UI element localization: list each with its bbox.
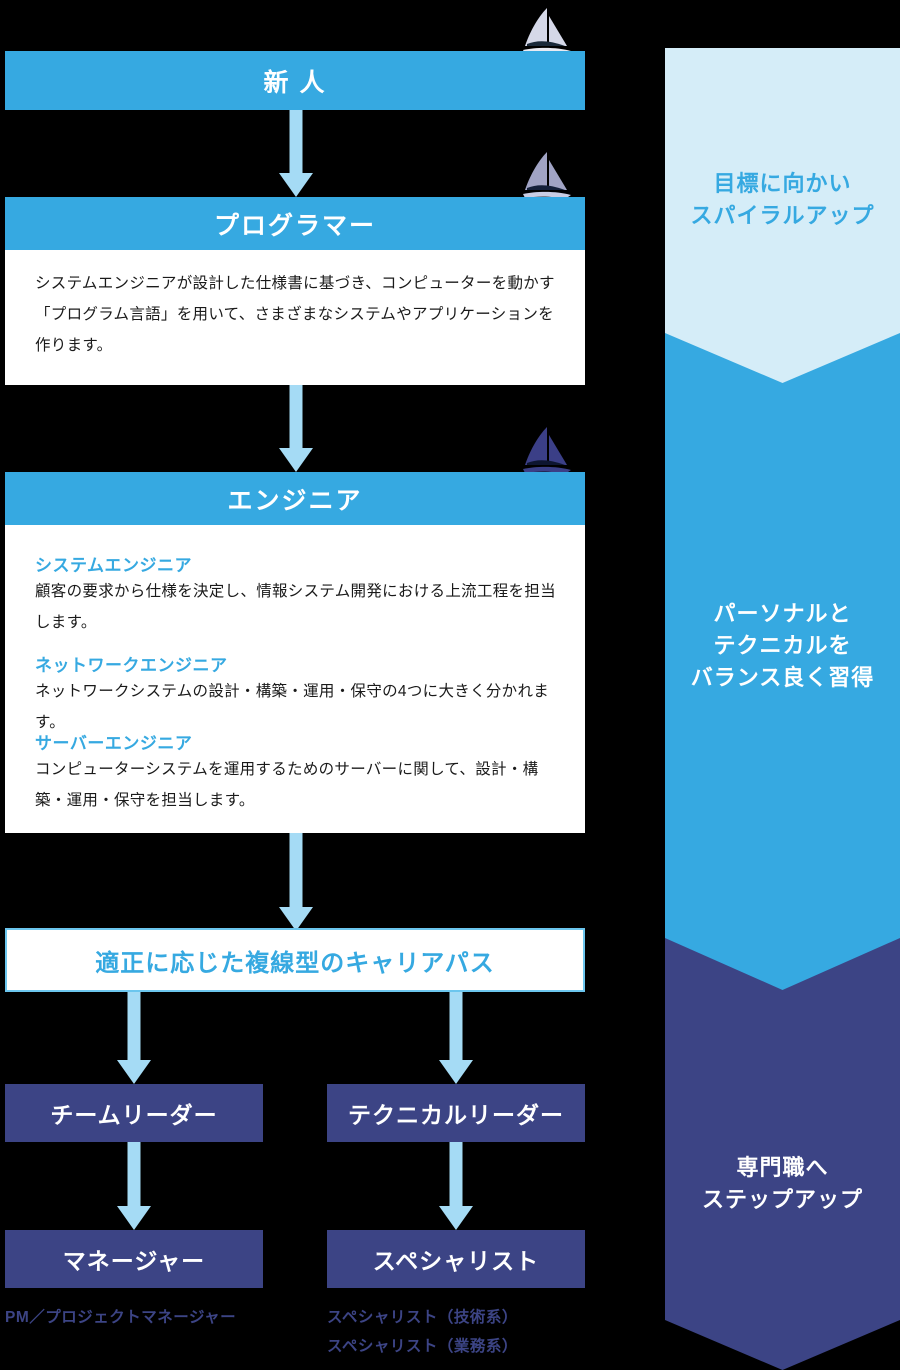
step-programmer-text: システムエンジニアが設計した仕様書に基づき、コンピューターを動かす「プログラム言… — [35, 275, 555, 354]
specialist-caption: スペシャリスト（技術系） スペシャリスト（業務系） — [327, 1303, 518, 1362]
banner-3-line1: 専門職へ — [736, 1155, 829, 1180]
banner-segment-3-shape — [665, 896, 900, 1370]
banner-1-line1: 目標に向かい — [713, 171, 852, 196]
arrow-head — [279, 907, 313, 931]
step-programmer-title: プログラマー — [213, 211, 376, 240]
banner-segment-3-label: 専門職へ ステップアップ — [665, 1152, 900, 1216]
banner-2-line3: バランス良く習得 — [690, 664, 875, 690]
sailboat-icon — [523, 152, 571, 199]
banner-1-line2: スパイラルアップ — [690, 202, 875, 228]
arrow-head — [117, 1060, 151, 1084]
banner-2-line2: テクニカルを — [713, 632, 852, 658]
step-engineer-header: エンジニア — [5, 472, 585, 525]
manager-label: マネージャー — [62, 1248, 206, 1274]
manager-caption: PM／プロジェクトマネージャー — [5, 1309, 237, 1326]
step-careerpath-box: 適正に応じた複線型のキャリアパス — [5, 928, 585, 992]
role-network-engineer-desc: ネットワークシステムの設計・構築・運用・保守の4つに大きく分かれます。 — [35, 683, 550, 731]
technical-leader-label: テクニカルリーダー — [348, 1102, 564, 1128]
arrow-head — [279, 173, 313, 197]
arrow-team-leader-to-manager — [117, 1142, 151, 1230]
arrow-stem — [289, 385, 303, 448]
technical-leader-box: テクニカルリーダー — [327, 1084, 585, 1142]
arrow-head — [117, 1206, 151, 1230]
arrow-technical-leader-to-specialist — [439, 1142, 473, 1230]
manager-box: マネージャー — [5, 1230, 263, 1288]
arrow-stem — [127, 992, 141, 1060]
banner-segment-2-shape — [665, 288, 900, 990]
arrow-head — [279, 448, 313, 472]
specialist-box: スペシャリスト — [327, 1230, 585, 1288]
banner-3-line2: ステップアップ — [701, 1186, 863, 1212]
specialist-caption-line2: スペシャリスト（業務系） — [327, 1338, 518, 1356]
role-server-engineer-desc: コンピューターシステムを運用するためのサーバーに関して、設計・構築・運用・保守を… — [35, 761, 539, 809]
role-network-engineer-name: ネットワークエンジニア — [35, 656, 228, 675]
arrow-engineer-to-careerpath — [279, 833, 313, 931]
arrow-head — [439, 1060, 473, 1084]
specialist-caption-line1: スペシャリスト（技術系） — [327, 1309, 518, 1326]
step-engineer-body — [5, 525, 585, 833]
team-leader-box: チームリーダー — [5, 1084, 263, 1142]
step-programmer-header: プログラマー — [5, 197, 585, 250]
arrow-stem — [289, 833, 303, 907]
arrow-head — [439, 1206, 473, 1230]
arrow-careerpath-to-team-leader — [117, 992, 151, 1084]
banner-2-line1: パーソナルと — [713, 601, 852, 626]
role-server-engineer-name: サーバーエンジニア — [35, 734, 193, 753]
arrow-programmer-to-engineer — [279, 385, 313, 472]
banner-segment-1-shape — [665, 48, 900, 383]
banner-chevron-stack — [665, 48, 900, 1370]
arrow-stem — [449, 992, 463, 1060]
specialist-label: スペシャリスト — [372, 1248, 540, 1274]
arrow-newcomer-to-programmer — [279, 110, 313, 197]
arrow-stem — [127, 1142, 141, 1206]
banner-segment-2-label: パーソナルと テクニカルを バランス良く習得 — [665, 598, 900, 694]
banner-segment-1-label: 目標に向かい スパイラルアップ — [665, 168, 900, 232]
sailboat-icon — [523, 427, 571, 474]
step-newcomer-box: 新 人 — [5, 51, 585, 110]
step-programmer-body — [5, 250, 585, 385]
step-careerpath-title: 適正に応じた複線型のキャリアパス — [95, 949, 495, 977]
arrow-stem — [289, 110, 303, 173]
arrow-stem — [449, 1142, 463, 1206]
arrow-careerpath-to-technical-leader — [439, 992, 473, 1084]
step-newcomer-title: 新 人 — [263, 68, 327, 97]
role-system-engineer-name: システムエンジニア — [35, 556, 192, 575]
step-engineer-title: エンジニア — [227, 486, 363, 515]
team-leader-label: チームリーダー — [50, 1102, 218, 1128]
role-system-engineer-desc: 顧客の要求から仕様を決定し、情報システム開発における上流工程を担当します。 — [35, 583, 556, 631]
